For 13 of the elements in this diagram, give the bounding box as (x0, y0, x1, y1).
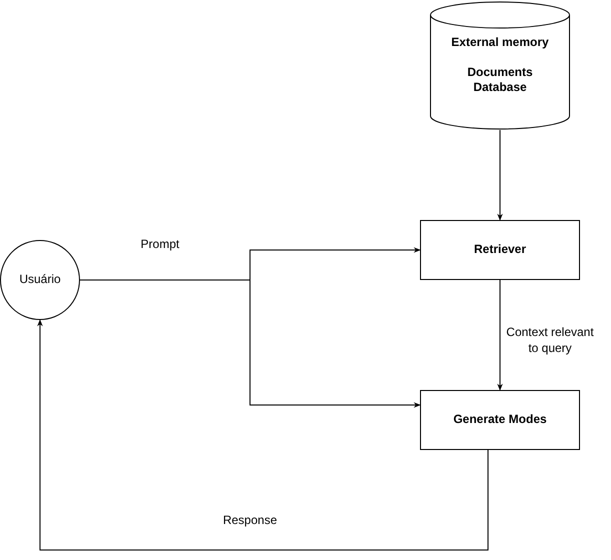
database-cylinder (430, 1, 570, 130)
node-title: Retriever (474, 242, 526, 258)
process-box (420, 390, 580, 450)
connector-arrow (497, 280, 503, 391)
node-subtitle: Documents Database (466, 64, 534, 96)
edge-label: Context relevant to query (505, 325, 595, 356)
user-circle (0, 240, 80, 320)
node-title: External memory (450, 35, 550, 51)
connector-arrow (497, 130, 503, 221)
connector-arrow (37, 319, 488, 550)
node-title: Generate Modes (453, 412, 547, 428)
process-box (420, 220, 580, 280)
user-label: Usuário (19, 272, 61, 288)
